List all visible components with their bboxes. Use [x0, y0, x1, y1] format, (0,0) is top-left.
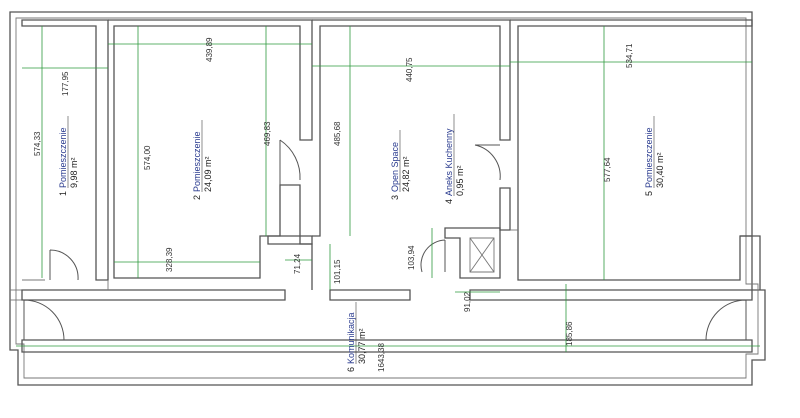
room-1-area: 9,98 m²	[69, 157, 79, 188]
door-room-4	[420, 239, 446, 273]
room-2-name: Pomieszczenie	[192, 131, 202, 192]
dim-r1-width: 177,95	[61, 71, 70, 96]
dim-r5-width: 534,71	[625, 43, 634, 68]
dim-r4-width: 91,02	[463, 291, 472, 312]
room-4	[420, 227, 501, 279]
room-5-number: 5	[644, 191, 654, 196]
room-5-area: 30,40 m²	[655, 152, 665, 188]
room-label-2: 2 Pomieszczenie 24,09 m²	[192, 120, 213, 200]
room-label-5: 5 Pomieszczenie 30,40 m²	[644, 116, 665, 196]
dim-r2-height: 574,00	[143, 145, 152, 170]
door-room-5	[705, 299, 747, 341]
dimension-lines	[16, 26, 760, 352]
room-label-1: 1 Pomieszczenie 9,98 m²	[58, 116, 79, 196]
dim-corridor-height: 185,86	[565, 321, 574, 346]
dim-r2-height-inner: 469,83	[263, 121, 272, 146]
dim-r5-height: 577,64	[603, 157, 612, 182]
dim-r1-height: 574,33	[33, 131, 42, 156]
room-6-number: 6	[346, 367, 356, 372]
room-1-number: 1	[58, 191, 68, 196]
dim-r3-height: 485,68	[333, 121, 342, 146]
room-2	[107, 19, 313, 290]
room-4-area: 0,95 m²	[455, 165, 465, 196]
room-4-number: 4	[444, 199, 454, 204]
dim-r4-height: 103,94	[407, 245, 416, 270]
dimension-labels: 177,95 574,33 439,89 574,00 469,83 328,3…	[33, 37, 634, 372]
room-5	[510, 19, 761, 341]
room-6-name: Komunikacja	[346, 312, 356, 364]
room-3-name: Open Space	[390, 142, 400, 192]
room-labels: 1 Pomieszczenie 9,98 m² 2 Pomieszczenie …	[58, 114, 665, 372]
corridor-doors	[23, 299, 65, 341]
room-label-4: 4 Aneks Kuchenny 0,95 m²	[444, 114, 465, 204]
door-room-3	[474, 144, 501, 181]
door-room-1	[49, 249, 79, 281]
dim-small-width: 71,24	[293, 253, 302, 274]
room-3-number: 3	[390, 195, 400, 200]
outer-walls	[9, 11, 766, 386]
room-4-name: Aneks Kuchenny	[444, 128, 454, 196]
door-entrance	[23, 299, 65, 341]
room-1-name: Pomieszczenie	[58, 127, 68, 188]
room-6-area: 30,77 m²	[357, 328, 367, 364]
room-2-area: 24,09 m²	[203, 156, 213, 192]
dim-small-height: 101,15	[333, 259, 342, 284]
dim-r3-width: 440,75	[405, 57, 414, 82]
dim-r2-width-bottom: 328,39	[165, 247, 174, 272]
room-3-area: 24,82 m²	[401, 156, 411, 192]
room-2-number: 2	[192, 195, 202, 200]
dim-corridor-length: 1643,38	[377, 343, 386, 372]
room-5-name: Pomieszczenie	[644, 127, 654, 188]
corridor-walls	[21, 289, 753, 353]
dim-r2-width-top: 439,89	[205, 37, 214, 62]
door-room-2	[279, 139, 301, 185]
room-label-3: 3 Open Space 24,82 m²	[390, 130, 411, 200]
room-label-6: 6 Komunikacja 30,77 m²	[346, 302, 367, 372]
